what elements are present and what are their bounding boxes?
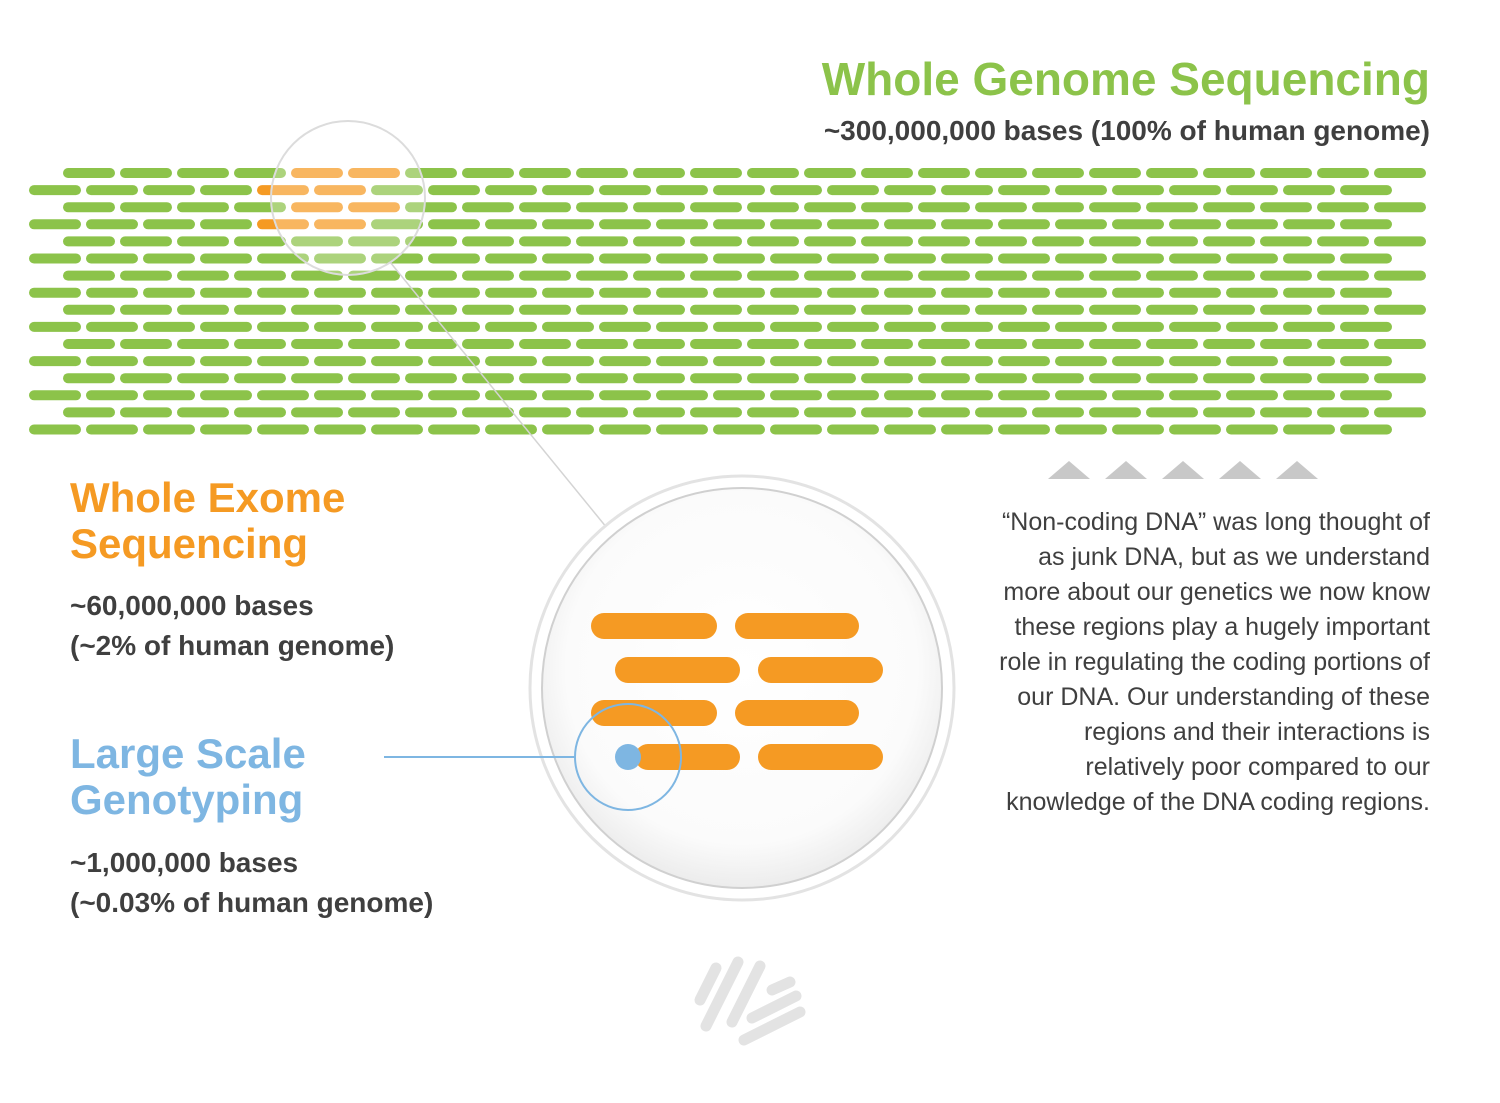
genotyping-title: Large Scale Genotyping (70, 731, 306, 823)
non-coding-note: “Non-coding DNA” was long thought of as … (999, 508, 1430, 816)
triangle-marker-icon (1162, 461, 1204, 479)
genome-dash-grid (29, 168, 1426, 435)
genotyping-bases: ~1,000,000 bases (70, 847, 299, 878)
magnified-exome-dashes (591, 613, 883, 770)
triangle-marker-icon (1048, 461, 1090, 479)
whole-genome-title: Whole Genome Sequencing (821, 53, 1430, 105)
small-lens-icon (270, 120, 426, 276)
genotyping-dot-icon (615, 744, 641, 770)
triangle-marker-icon (1105, 461, 1147, 479)
triangle-marker-icon (1219, 461, 1261, 479)
whole-exome-subtitle: ~60,000,000 bases (~2% of human genome) (70, 586, 394, 666)
magnifier-lens-icon (541, 487, 943, 889)
triangle-marker-row (1048, 461, 1318, 479)
genotyping-title-line2: Genotyping (70, 776, 304, 823)
whole-exome-title-line1: Whole Exome (70, 474, 346, 521)
genotyping-subtitle: ~1,000,000 bases (~0.03% of human genome… (70, 843, 433, 923)
whole-exome-percent: (~2% of human genome) (70, 630, 395, 661)
genotyping-percent: (~0.03% of human genome) (70, 887, 434, 918)
genotyping-title-line1: Large Scale (70, 730, 306, 777)
whole-exome-title-line2: Sequencing (70, 520, 309, 567)
whole-exome-bases: ~60,000,000 bases (70, 590, 314, 621)
genotyping-ring (574, 703, 682, 811)
brand-logo-icon (694, 956, 806, 1046)
lens-connector-line (389, 261, 608, 529)
triangle-marker-icon (1276, 461, 1318, 479)
whole-genome-subtitle: ~300,000,000 bases (100% of human genome… (823, 115, 1430, 146)
whole-exome-title: Whole Exome Sequencing (70, 475, 345, 567)
